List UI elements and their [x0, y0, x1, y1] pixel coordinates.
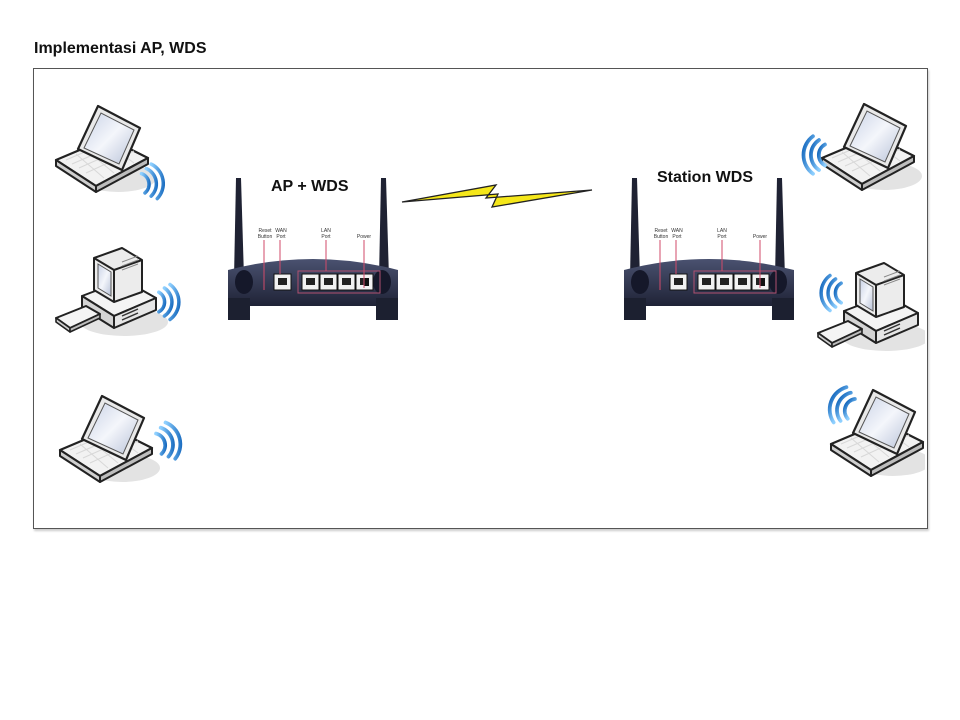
station-wds-label: Station WDS: [657, 169, 753, 186]
wan-port-label: WAN Port: [671, 228, 683, 240]
right-client-desktop: [810, 255, 931, 355]
reset-button-label: Reset Button: [257, 228, 273, 240]
laptop-icon: [822, 382, 933, 478]
wireless-link: [400, 180, 595, 215]
laptop-icon: [801, 102, 924, 192]
power-label: Power: [752, 234, 768, 240]
reset-button-label: Reset Button: [653, 228, 669, 240]
page-title: Implementasi AP, WDS: [34, 40, 207, 57]
wifi-signal-icon: [822, 382, 860, 429]
lightning-bolt-icon: [401, 184, 593, 208]
right-client-laptop-1: [800, 98, 925, 193]
ap-wds-label: AP + WDS: [271, 178, 349, 195]
desktop-computer-icon: [817, 262, 931, 352]
left-client-laptop-2: [52, 390, 187, 485]
left-client-desktop: [52, 240, 182, 340]
station-wds-router: Reset Button WAN Port LAN Port Power: [623, 177, 795, 323]
left-client-laptop-1: [48, 100, 168, 205]
wifi-signal-icon: [801, 134, 827, 176]
desktop-computer-icon: [55, 247, 181, 337]
wifi-signal-icon: [152, 418, 187, 464]
lan-port-label: LAN Port: [717, 228, 727, 240]
laptop-icon: [58, 394, 187, 484]
laptop-icon: [54, 104, 168, 203]
right-client-laptop-2: [815, 380, 933, 480]
lan-port-label: LAN Port: [321, 228, 331, 240]
wireless-router-icon: [623, 177, 795, 321]
wan-port-label: WAN Port: [275, 228, 287, 240]
wifi-signal-icon: [157, 282, 181, 322]
wifi-signal-icon: [819, 273, 843, 313]
wireless-router-icon: [227, 177, 399, 321]
ap-wds-router: Reset Button WAN Port LAN Port Power: [227, 177, 399, 323]
power-label: Power: [356, 234, 372, 240]
